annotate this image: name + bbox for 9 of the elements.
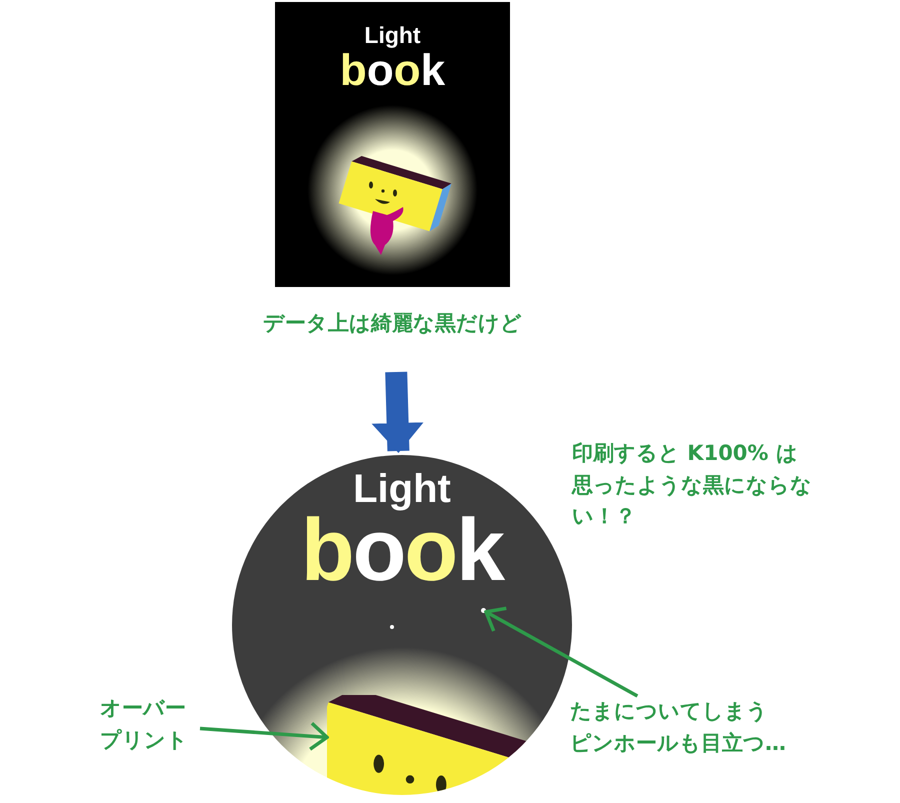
down-arrow [372,372,424,453]
pinhole-dot [481,608,486,613]
arrow [200,722,329,751]
annotation-text: たまについてしまうピンホールも目立つ… [570,696,820,760]
note-text: 印刷すると K100% は思ったような黒にならない！？ [572,440,812,530]
cover-subtitle: Light [363,22,422,49]
arrow [484,606,638,698]
annotation-text: オーバープリント [100,693,200,757]
caption-text: データ上は綺麗な黒だけど [262,310,523,337]
